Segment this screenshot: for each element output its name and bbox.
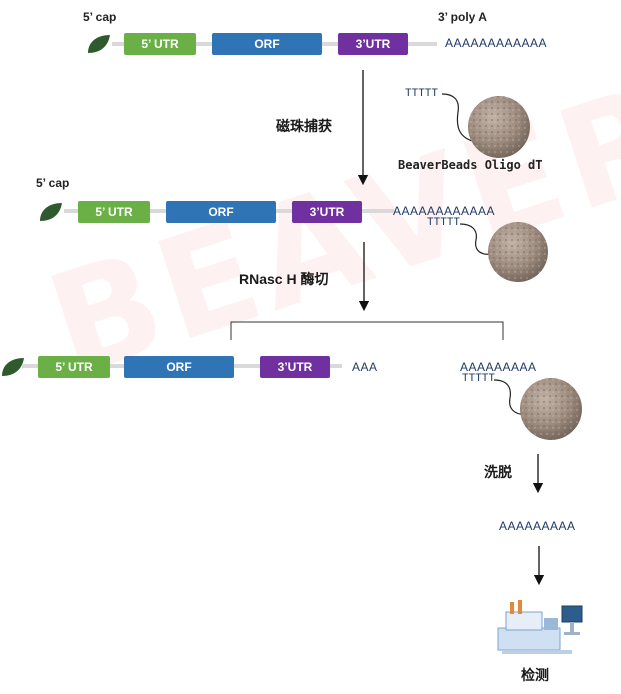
linker-icon <box>493 379 529 415</box>
linker-icon <box>459 223 495 255</box>
three-prime-polya-label: 3’ poly A <box>438 10 487 24</box>
cap-leaf-icon <box>2 358 24 376</box>
magnetic-bead-icon <box>488 222 548 282</box>
magnetic-bead-icon <box>520 378 582 440</box>
step-capture-label: 磁珠捕获 <box>276 118 332 134</box>
down-arrow-icon <box>357 70 369 186</box>
detection-instrument-icon <box>497 600 583 654</box>
utr5-segment: 5’ UTR <box>78 201 150 223</box>
down-arrow-icon <box>532 454 544 494</box>
down-arrow-icon <box>358 242 370 312</box>
utr5-segment: 5’ UTR <box>124 33 196 55</box>
released-polya: AAAAAAAAA <box>460 360 537 374</box>
bead-name-label: BeaverBeads Oligo dT <box>398 158 543 172</box>
five-prime-cap-label: 5’ cap <box>83 10 117 24</box>
cap-leaf-icon <box>88 35 110 53</box>
linker-icon <box>441 93 477 143</box>
step-rnase-label: RNasc H 酶切 <box>239 271 329 287</box>
step-detect-label: 检测 <box>521 667 549 683</box>
magnetic-bead-icon <box>468 96 530 158</box>
polya-tail: AAAAAAAAAAAA <box>393 204 496 218</box>
orf-segment: ORF <box>166 201 276 223</box>
utr5-segment: 5’ UTR <box>38 356 110 378</box>
oligo-dt: TTTTT <box>462 373 496 385</box>
split-bracket <box>230 321 504 340</box>
utr3-segment: 3’UTR <box>338 33 408 55</box>
utr3-segment: 3’UTR <box>260 356 330 378</box>
residual-aaa: AAA <box>352 360 378 374</box>
five-prime-cap-label: 5’ cap <box>36 176 70 190</box>
down-arrow-icon <box>533 546 545 586</box>
utr3-segment: 3’UTR <box>292 201 362 223</box>
orf-segment: ORF <box>124 356 234 378</box>
cap-leaf-icon <box>40 203 62 221</box>
oligo-dt: TTTTT <box>427 217 461 229</box>
eluted-polya: AAAAAAAAA <box>499 519 576 533</box>
step-elute-label: 洗脱 <box>484 464 512 480</box>
oligo-dt: TTTTT <box>405 88 439 100</box>
orf-segment: ORF <box>212 33 322 55</box>
polya-tail: AAAAAAAAAAAA <box>445 36 548 50</box>
